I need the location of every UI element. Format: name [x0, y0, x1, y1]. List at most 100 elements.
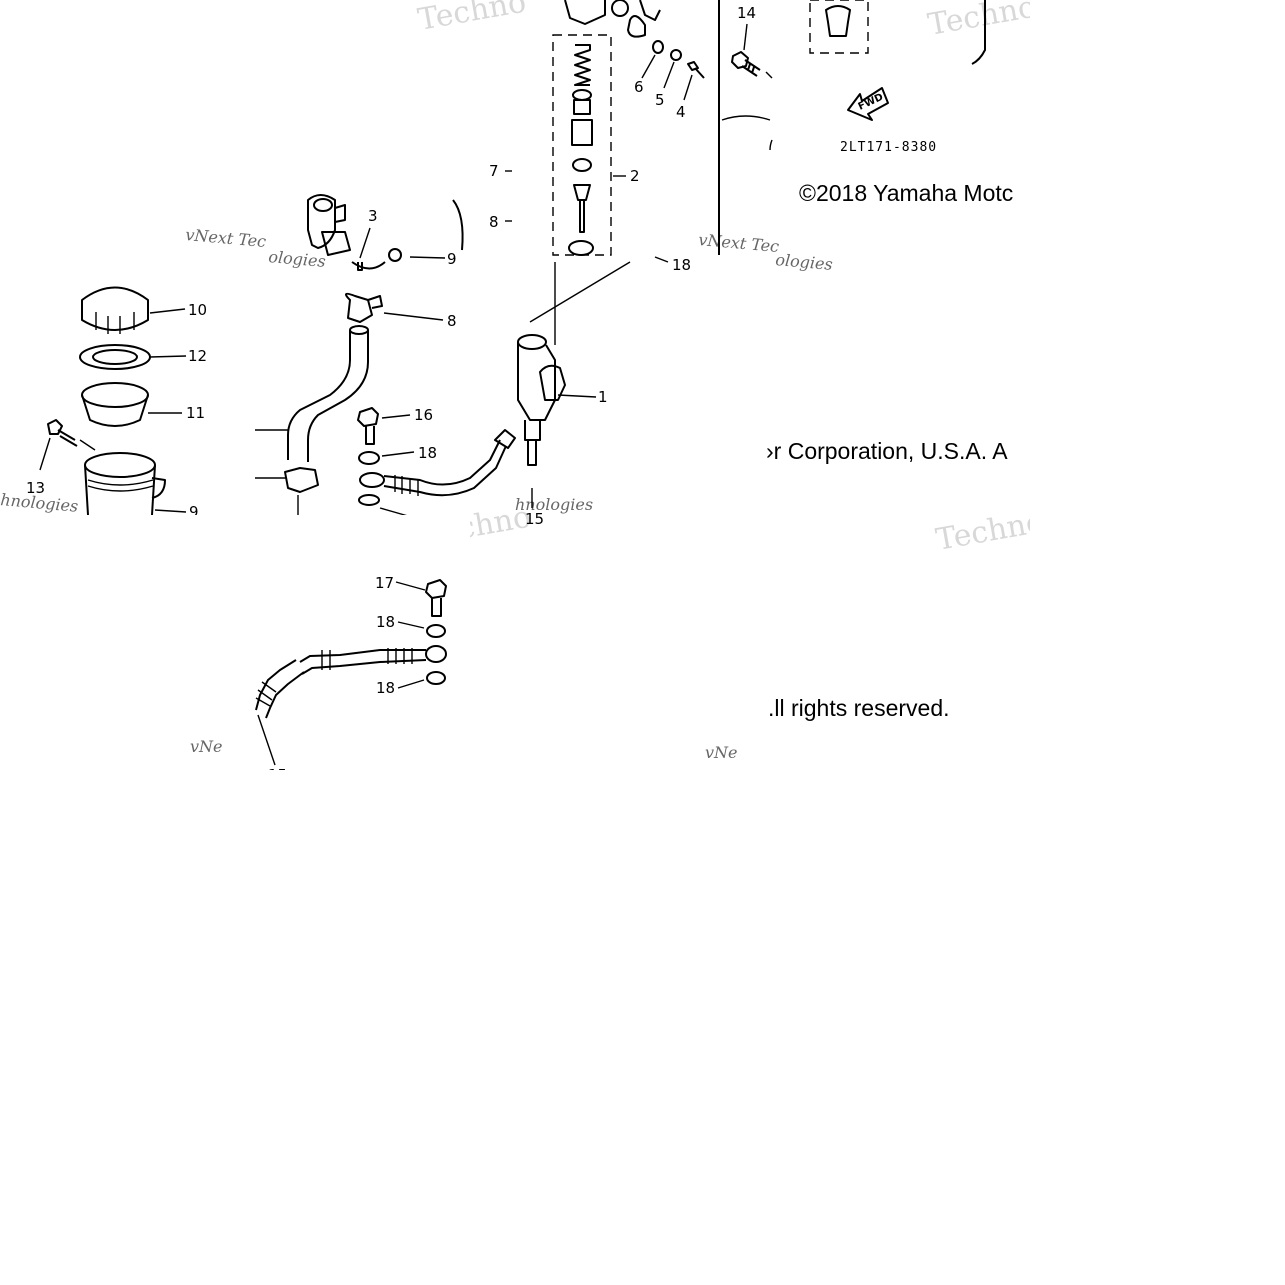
bolt-17 — [425, 579, 447, 599]
watermark-vn-2: vNe — [705, 743, 738, 762]
master-cylinder-1: 18 1 — [517, 256, 691, 466]
copyright-line-2: ›r Corporation, U.S.A. A — [766, 438, 1008, 464]
watermark-tech-2: Techno — [925, 0, 1038, 43]
leader-3 — [359, 227, 371, 259]
leader-15-lower — [257, 714, 276, 766]
bolt-16 — [357, 407, 379, 427]
hose-15-left — [287, 330, 351, 460]
body-fragment-top — [564, 0, 606, 25]
repair-kit-2: 2 7 8 6 5 4 — [489, 0, 705, 256]
leader-18-top — [654, 256, 669, 263]
bracket-fragment — [627, 15, 646, 38]
callout-7: 7 — [489, 162, 499, 180]
watermark-tech-4: Techno — [933, 504, 1046, 557]
top-right-panel: 14 FWD 2LT171-8380 — [718, 0, 986, 255]
callout-9-left: 9 — [189, 503, 199, 521]
banjo-fragment — [639, 0, 661, 21]
callout-14: 14 — [737, 4, 756, 22]
callout-11: 11 — [186, 404, 205, 422]
washer-18-b — [426, 671, 446, 685]
leader-9-top — [409, 256, 446, 259]
hose-end-fitting — [494, 429, 516, 449]
leader-13 — [39, 437, 51, 471]
diaphragm-11 — [81, 382, 149, 408]
washer-18-upper — [358, 451, 380, 465]
leader-10 — [149, 308, 186, 314]
leader-6 — [641, 54, 656, 79]
reservoir-hose-group: 8 — [255, 292, 457, 515]
callout-10: 10 — [188, 301, 207, 319]
plate-12 — [79, 344, 151, 370]
cylinder-body — [517, 342, 556, 421]
hose-fitting-ribs — [394, 475, 419, 496]
lower-hose-ribs — [321, 648, 413, 670]
leader-5 — [663, 61, 675, 89]
ring-part — [568, 240, 594, 256]
screw-4 — [687, 61, 705, 79]
reservoir-stack: 10 12 11 9 13 — [26, 286, 207, 521]
callout-8-lower: 8 — [447, 312, 457, 330]
washer-18-a — [426, 624, 446, 638]
fwd-arrow-icon: FWD — [847, 87, 889, 121]
leader-14 — [743, 23, 748, 51]
leader-18-lower-bit — [379, 507, 409, 517]
callout-18-17-lower: 18 — [376, 679, 395, 697]
leader-18-mid — [381, 451, 415, 457]
callout-1: 1 — [598, 388, 608, 406]
fitting-tab — [334, 204, 346, 223]
callout-17: 17 — [375, 574, 394, 592]
piston-top — [573, 99, 591, 115]
leader-1 — [557, 394, 597, 398]
banjo-16-group: 16 18 15 — [357, 406, 544, 528]
callout-18-17-upper: 18 — [376, 613, 395, 631]
crop-mask-right — [1030, 0, 1285, 770]
clamp-8 — [345, 292, 373, 323]
cup-part-2 — [572, 158, 592, 172]
watermark-vnext-1: vNext Tec — [185, 225, 267, 251]
spring-part — [574, 44, 591, 86]
fitting-top — [313, 198, 333, 212]
watermark-tech-1: Techno — [415, 0, 528, 38]
small-washer — [388, 248, 402, 262]
cylinder-lower — [524, 420, 541, 441]
callout-15-mid: 15 — [525, 510, 544, 528]
callout-18-top: 18 — [672, 256, 691, 274]
watermarks: Techno Techno Techno Techno vNext Tec vN… — [0, 0, 1047, 762]
leader-8-lower — [383, 312, 444, 321]
cap-part — [825, 5, 851, 37]
callout-5: 5 — [655, 91, 665, 109]
watermark-vn-1: vNe — [190, 737, 223, 756]
leader-18-17-upper — [397, 621, 425, 629]
fitting-lower — [321, 231, 351, 256]
watermark-ologies-2: ologies — [268, 247, 327, 271]
watermark-vnext-2: vNext Tec — [698, 230, 780, 256]
callout-4: 4 — [676, 103, 686, 121]
right-bracket — [971, 0, 986, 65]
leader-18-17-lower — [397, 679, 425, 689]
leader-12 — [149, 355, 187, 358]
callout-12: 12 — [188, 347, 207, 365]
clamp-lower — [284, 467, 319, 493]
reservoir-cap-10 — [81, 286, 149, 331]
bolt-14 — [731, 51, 761, 77]
callout-3: 3 — [368, 207, 378, 225]
watermark-ologies-1: ologies — [775, 250, 834, 274]
dashed-box-cup — [809, 0, 869, 54]
callout-9-top: 9 — [447, 250, 457, 268]
callout-6: 6 — [634, 78, 644, 96]
crop-mask-bottom — [0, 770, 1285, 1285]
callout-13: 13 — [26, 479, 45, 497]
left-bracket-top — [452, 199, 464, 251]
leader-14b — [765, 71, 773, 79]
frame-bracket-bit — [769, 139, 773, 151]
leader-9-left — [154, 509, 187, 513]
banjo-eye-lower — [425, 645, 447, 663]
copyright-line-1: ©2018 Yamaha Motc — [799, 180, 1014, 206]
callout-8-upper: 8 — [489, 213, 499, 231]
push-rod-part — [573, 184, 591, 233]
piston-body — [571, 119, 593, 146]
fitting-3-group: 3 9 — [307, 194, 464, 271]
banjo-17-group: 17 18 18 15 — [255, 574, 447, 784]
callout-16: 16 — [414, 406, 433, 424]
